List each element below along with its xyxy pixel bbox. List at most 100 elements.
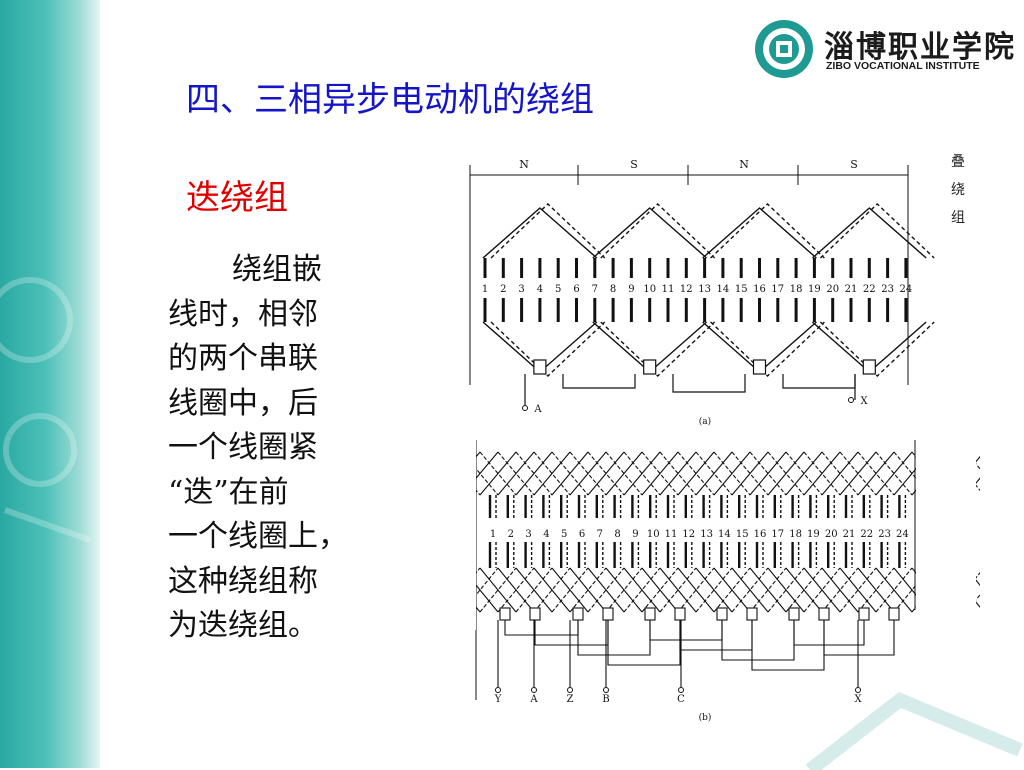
- end-winding: [533, 567, 571, 613]
- end-winding: [515, 451, 553, 496]
- terminal-label: X: [860, 396, 868, 407]
- coil-terminal-box: [862, 359, 876, 375]
- end-winding: [731, 567, 769, 613]
- end-winding: [677, 451, 715, 496]
- end-winding: [821, 451, 859, 496]
- end-winding: [659, 567, 697, 613]
- coil-terminal-box: [674, 607, 686, 621]
- end-winding: [677, 567, 715, 613]
- slot-number: 18: [789, 529, 802, 540]
- coil-terminal-box: [888, 607, 900, 621]
- end-winding: [785, 567, 823, 613]
- series-connection: [679, 620, 753, 651]
- description-line: 的两个串联: [168, 341, 318, 376]
- end-winding: [875, 567, 913, 613]
- terminal-label: A: [529, 694, 538, 705]
- end-winding: [641, 567, 679, 613]
- side-mark-char: 绕: [951, 182, 965, 198]
- end-winding: [533, 451, 571, 496]
- series-connection: [823, 620, 895, 656]
- coil-terminal-box: [643, 359, 657, 375]
- end-winding: [677, 567, 715, 613]
- end-winding: [731, 567, 769, 613]
- end-winding: [821, 451, 859, 496]
- slot-number: 13: [700, 529, 713, 540]
- end-winding: [713, 567, 751, 613]
- end-winding: [551, 567, 589, 613]
- end-winding: [605, 567, 643, 613]
- end-winding: [821, 567, 859, 613]
- end-winding: [857, 567, 895, 613]
- end-winding: [731, 451, 769, 496]
- end-winding: [893, 567, 931, 613]
- end-winding: [713, 451, 751, 496]
- end-winding: [767, 567, 805, 613]
- end-winding: [659, 567, 697, 613]
- end-winding: [515, 567, 553, 613]
- terminal-a-dot: [522, 405, 528, 411]
- end-winding: [497, 567, 535, 613]
- slot-number: 12: [682, 529, 695, 540]
- slot-number: 2: [500, 284, 506, 295]
- end-winding: [551, 567, 589, 613]
- slot-number: 20: [826, 284, 839, 295]
- end-winding: [569, 451, 607, 496]
- end-winding: [875, 451, 913, 496]
- slot-number: 13: [698, 284, 711, 295]
- coil-outline: [490, 203, 606, 377]
- end-winding: [605, 451, 643, 496]
- end-winding: [497, 451, 535, 496]
- slot-number: 1: [482, 284, 488, 295]
- end-winding: [857, 451, 895, 496]
- end-winding: [749, 567, 787, 613]
- terminal-label: B: [602, 694, 609, 705]
- slot-number: 14: [718, 529, 731, 540]
- end-winding: [569, 451, 607, 496]
- end-winding: [587, 451, 625, 496]
- end-winding: [749, 451, 787, 496]
- end-winding: [803, 567, 841, 613]
- slot-number: 15: [736, 529, 749, 540]
- end-winding: [695, 451, 733, 496]
- end-winding: [551, 451, 589, 496]
- terminal-label: C: [677, 694, 685, 705]
- end-winding: [839, 567, 877, 613]
- series-connection: [721, 620, 795, 661]
- slot-number: 11: [665, 529, 678, 540]
- end-winding: [533, 451, 571, 496]
- end-winding: [695, 567, 733, 613]
- band-watermark: [0, 277, 91, 543]
- end-winding: [767, 567, 805, 613]
- end-winding: [479, 451, 517, 496]
- pole-label: N: [519, 158, 529, 171]
- end-winding: [605, 567, 643, 613]
- slot-number: 10: [647, 529, 660, 540]
- end-winding: [893, 451, 931, 496]
- slot-number: 6: [573, 284, 579, 295]
- end-winding: [659, 451, 697, 496]
- end-winding: [857, 567, 895, 613]
- terminal-dot: [567, 687, 573, 693]
- coil-terminal-box: [716, 607, 728, 621]
- institute-logo: 淄博职业学院 ZIBO VOCATIONAL INSTITUTE: [752, 18, 1014, 80]
- end-winding: [785, 567, 823, 613]
- end-winding: [713, 567, 751, 613]
- corner-watermark: [805, 691, 1023, 770]
- pole-label: S: [850, 158, 858, 171]
- end-winding: [515, 567, 553, 613]
- diagram-caption: (a): [699, 416, 711, 427]
- coil-terminal-box: [788, 607, 800, 621]
- slot-number: 9: [632, 529, 638, 540]
- slot-number: 20: [825, 529, 838, 540]
- end-winding: [641, 451, 679, 496]
- description-text: 绕组嵌线时，相邻的两个串联线圈中，后一个线圈紧“迭”在前一个线圈上，这种绕组称为…: [168, 248, 378, 649]
- slot-number: 5: [555, 284, 561, 295]
- end-winding: [641, 451, 679, 496]
- side-mark-char: 叠: [951, 154, 965, 170]
- end-winding: [875, 451, 913, 496]
- slot-number: 17: [771, 529, 784, 540]
- institute-name-en: ZIBO VOCATIONAL INSTITUTE: [826, 60, 980, 72]
- end-winding: [623, 567, 661, 613]
- slot-number: 23: [878, 529, 891, 540]
